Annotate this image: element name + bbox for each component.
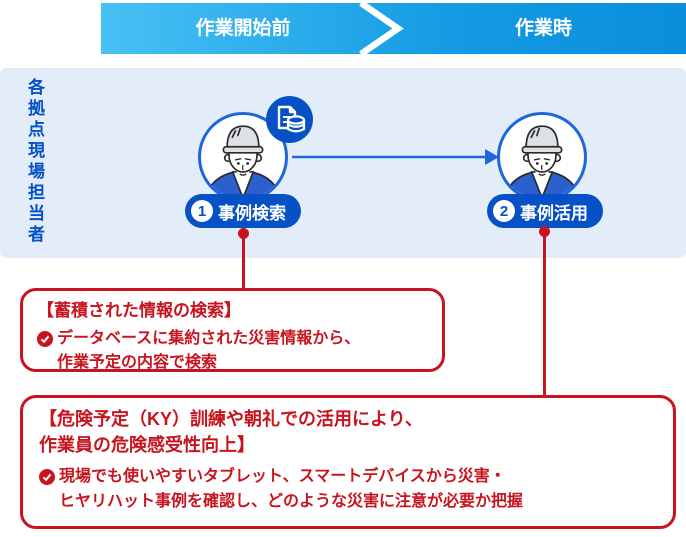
step-number-badge: 1 xyxy=(191,200,213,222)
connector-dot-case-use xyxy=(539,226,550,237)
check-circle-icon xyxy=(39,469,55,486)
phase-header-bar: 作業開始前 作業時 xyxy=(101,3,686,54)
connector-line-case-search xyxy=(242,228,245,290)
step-label-text: 事例検索 xyxy=(218,203,286,223)
phase-before-work: 作業開始前 xyxy=(195,18,291,39)
callout-title: 【蓄積された情報の検索】 xyxy=(37,301,241,320)
connector-dot-case-search xyxy=(238,228,249,239)
callout-search-info: 【蓄積された情報の検索】 データベースに集約された災害情報から、 作業予定の内容… xyxy=(20,288,445,372)
callout-bullet-text: 現場でも使いやすいタブレット、スマートデバイスから災害・ ヒヤリハット事例を確認… xyxy=(59,468,524,510)
callout-ky-training: 【危険予定（KY）訓練や朝礼での活用により、 作業員の危険感受性向上】 現場でも… xyxy=(20,395,676,529)
chevron-right-icon xyxy=(359,3,404,54)
phase-during-work: 作業時 xyxy=(514,18,572,39)
step-number-badge: 2 xyxy=(493,200,515,222)
step-label-text: 事例活用 xyxy=(520,203,588,223)
callout-bullet-text: データベースに集約された災害情報から、 作業予定の内容で検索 xyxy=(57,329,361,372)
worker-avatar-icon xyxy=(497,112,587,202)
step-label-case-search: 1 事例検索 xyxy=(185,194,301,228)
callout-bullet: 現場でも使いやすいタブレット、スマートデバイスから災害・ ヒヤリハット事例を確認… xyxy=(39,465,657,515)
flow-arrow-icon xyxy=(292,149,499,165)
document-database-icon xyxy=(266,96,313,143)
check-circle-icon xyxy=(37,330,53,347)
connector-line-case-use xyxy=(543,226,546,397)
swimlane-label: 各拠点現場担当者 xyxy=(25,78,44,246)
step-label-case-use: 2 事例活用 xyxy=(487,194,603,228)
callout-bullet: データベースに集約された災害情報から、 作業予定の内容で検索 xyxy=(37,327,428,377)
callout-title: 【危険予定（KY）訓練や朝礼での活用により、 作業員の危険感受性向上】 xyxy=(39,409,423,455)
